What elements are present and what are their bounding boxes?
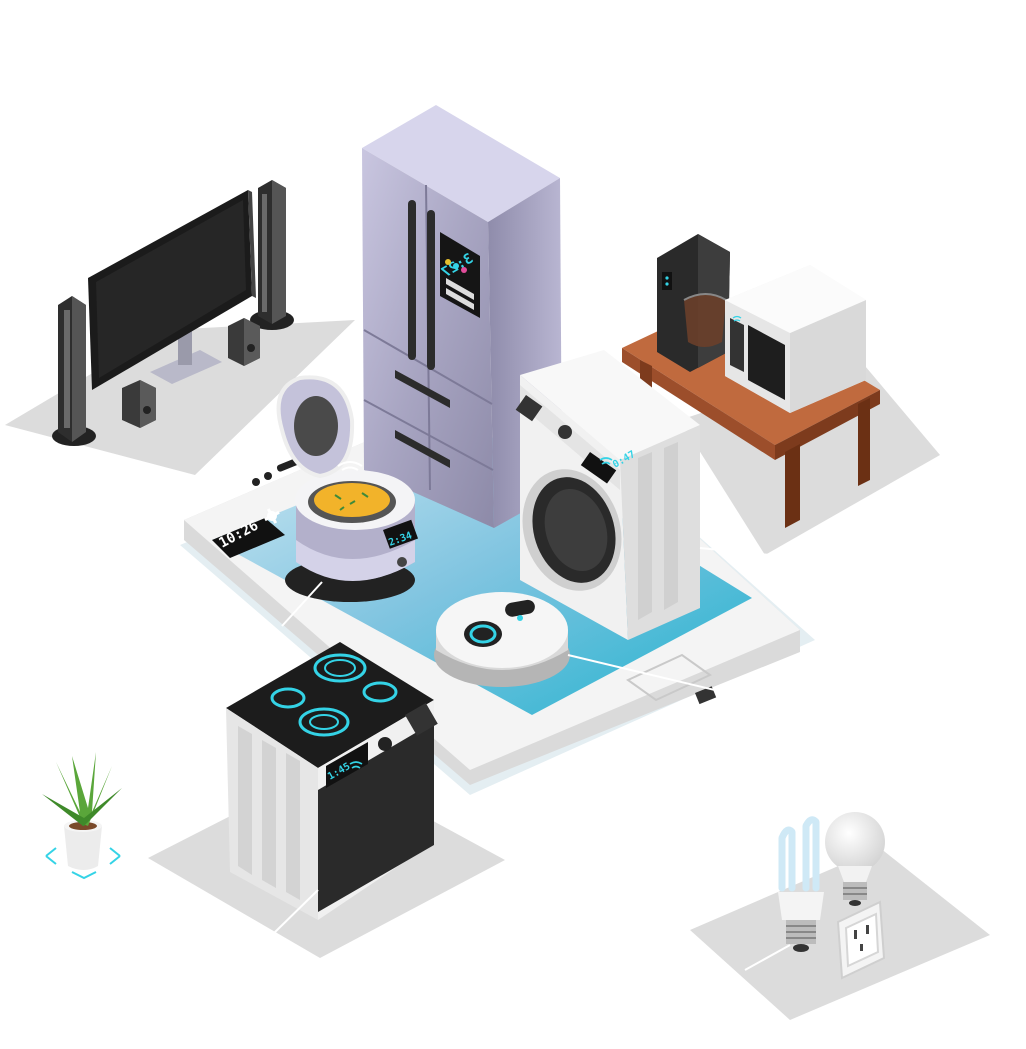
rice-cooker: 2:34 xyxy=(276,375,419,627)
electric-stove: 1:45 xyxy=(226,642,438,936)
gear-icon xyxy=(264,508,280,524)
power-outlet xyxy=(836,900,886,980)
keypad xyxy=(405,703,438,736)
microwave xyxy=(725,265,866,413)
coffee-machine xyxy=(657,234,730,372)
led-bulb xyxy=(825,812,885,906)
robot-vacuum xyxy=(434,592,766,703)
home-button xyxy=(626,653,712,702)
stove-area: 1:45 xyxy=(148,642,505,958)
status-bar xyxy=(212,518,285,558)
cfl-bulb xyxy=(778,816,824,952)
counter-area xyxy=(622,234,940,556)
small-speakers xyxy=(122,318,260,428)
wifi-icon xyxy=(349,761,363,769)
wifi-icon xyxy=(599,457,613,465)
wifi-icon xyxy=(337,461,363,471)
washing-machine: 0:47 xyxy=(515,350,771,640)
phone-port xyxy=(695,686,717,705)
wifi-icon xyxy=(732,315,742,322)
tv-area xyxy=(5,180,355,475)
right-floor-speaker xyxy=(250,180,294,330)
television xyxy=(88,190,256,390)
rice-cooker-display xyxy=(383,519,419,549)
potted-plant xyxy=(42,752,122,880)
left-floor-speaker xyxy=(52,296,96,446)
lighting-area xyxy=(690,812,990,1020)
